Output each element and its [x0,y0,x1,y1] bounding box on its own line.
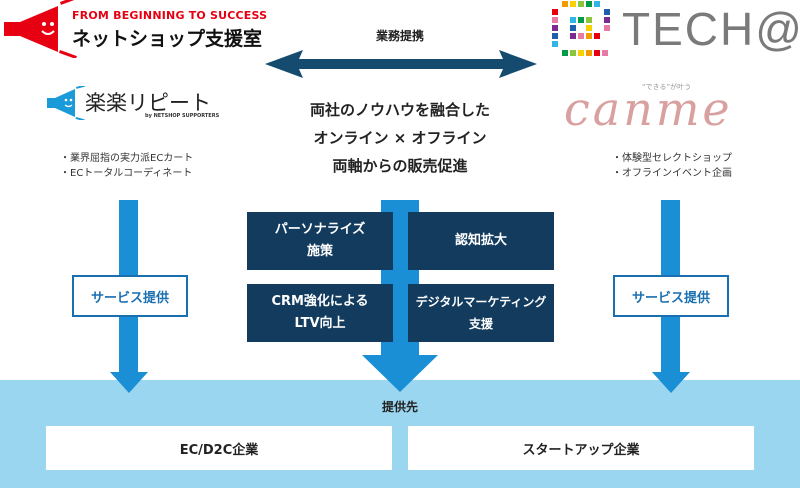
message-line-1: 両社のノウハウを融合した [309,101,490,119]
center-box-personalize: パーソナライズ 施策 [247,212,393,270]
right-bullet: ・体験型セレクトショップ [612,153,732,164]
right-service-box: サービス提供 [613,275,729,317]
center-box-digital-marketing: デジタルマーケティング 支援 [408,284,554,342]
canme-tagline: “できる”が叶う [642,83,692,91]
rakuraku-logo: 楽楽リピート by NETSHOP SUPPORTERS [45,86,219,122]
left-bullet: ・ECトータルコーディネート [60,168,193,179]
color-grid-icon [552,1,610,56]
message-line-2: オンライン × オフライン [313,129,487,147]
target-ec-d2c: EC/D2C企業 [46,426,392,470]
canme-name: canme [564,82,733,136]
destination-label: 提供先 [381,400,418,414]
target-startup: スタートアップ企業 [408,426,754,470]
right-arrow-head [652,372,690,393]
partnership-label: 業務提携 [375,29,424,43]
tech-name: TECH@ [622,3,800,55]
tech-logo: TECH@ [540,0,800,58]
netshop-logo: FROM BEGINNING TO SUCCESS ネットショップ支援室 [0,0,270,58]
right-bullet: ・オフラインイベント企画 [612,168,732,179]
message-line-3: 両軸からの販売促進 [332,157,468,175]
netshop-tagline: FROM BEGINNING TO SUCCESS [72,9,268,22]
rakuraku-sub: by NETSHOP SUPPORTERS [145,113,220,119]
left-service-box: サービス提供 [72,275,188,317]
center-box-crm: CRM強化による LTV向上 [247,284,393,342]
netshop-name: ネットショップ支援室 [72,28,263,50]
center-box-awareness: 認知拡大 [408,212,554,270]
left-arrow-head [110,372,148,393]
rakuraku-name: 楽楽リピート [85,91,211,115]
canme-logo: “できる”が叶う canme [560,80,780,136]
megaphone-icon [47,86,85,120]
megaphone-icon [4,0,78,58]
center-arrow-head [362,355,438,392]
left-bullet: ・業界屈指の実力派ECカート [60,153,194,164]
double-arrow-icon [265,50,537,78]
